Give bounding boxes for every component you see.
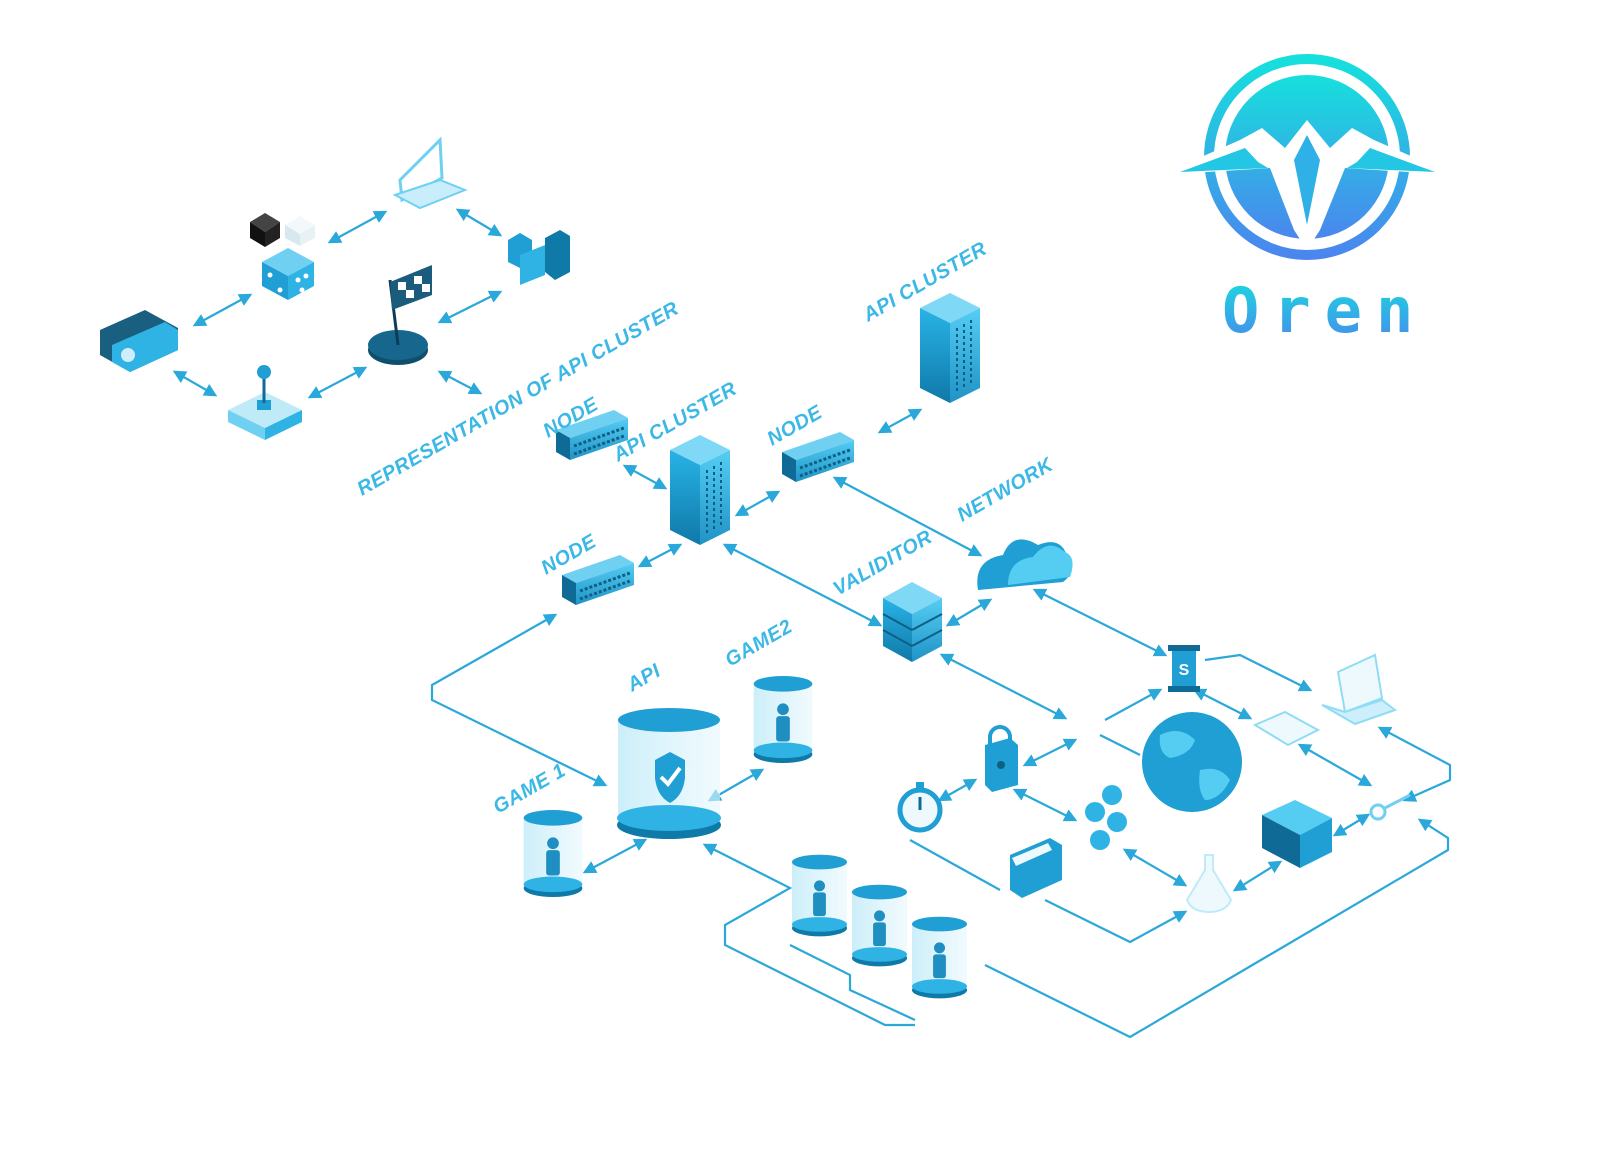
api-platform <box>617 708 721 839</box>
oren-logo: Oren <box>1160 54 1455 347</box>
money-stack-icon <box>1262 800 1332 868</box>
globe-icon <box>1142 712 1242 812</box>
checkered-flag-icon <box>368 265 432 365</box>
flask-icon <box>1185 854 1233 914</box>
dice-icon <box>250 213 315 300</box>
label-game2: GAME2 <box>722 615 797 671</box>
3d-blocks-icon <box>508 230 570 285</box>
wallet-icon <box>1010 838 1062 898</box>
label-game1: GAME 1 <box>490 759 570 818</box>
user-capsule-2 <box>852 884 907 967</box>
padlock-icon <box>985 725 1018 792</box>
key-icon <box>1369 793 1411 821</box>
vr-headset-icon <box>100 310 178 372</box>
connections <box>172 208 1452 1039</box>
svg-text:S: S <box>1179 662 1190 679</box>
stopwatch-icon <box>897 782 943 833</box>
validator-server-icon <box>882 582 943 662</box>
joystick-icon <box>228 365 302 440</box>
document-icon <box>1252 710 1321 747</box>
laptop-icon-right <box>1321 653 1398 726</box>
logo-wordmark: Oren <box>1222 274 1427 347</box>
api-cluster-tower-top <box>918 291 982 405</box>
game1-capsule <box>523 810 583 898</box>
coins-icon <box>1085 785 1127 850</box>
game2-capsule <box>753 676 813 764</box>
laptop-icon <box>392 136 468 210</box>
user-capsule-1 <box>792 854 847 937</box>
user-capsule-3 <box>912 916 967 999</box>
label-network: NETWORK <box>954 453 1058 526</box>
network-cloud-icon <box>977 539 1073 590</box>
label-api: API <box>623 660 665 697</box>
scroll-contract-icon: S <box>1168 645 1200 692</box>
api-cluster-tower-main <box>669 434 731 546</box>
